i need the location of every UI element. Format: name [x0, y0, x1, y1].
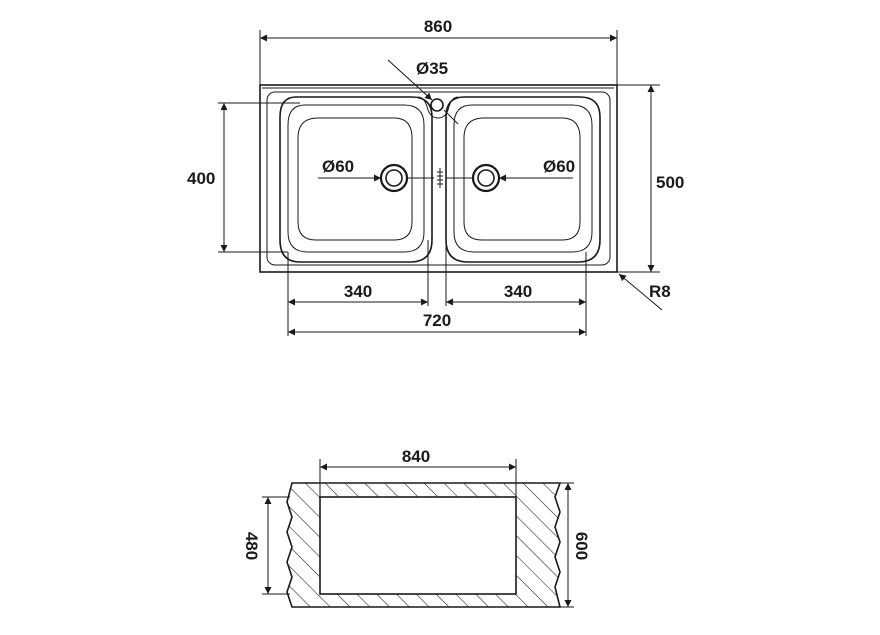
dim-cutout-depth: 480: [242, 496, 290, 595]
right-drain-icon: [471, 163, 501, 193]
sink-rim: [266, 91, 611, 266]
tap-hole-icon: [430, 98, 444, 112]
dim-bowl-depth: 400: [187, 102, 300, 253]
tap-boss: [417, 96, 459, 119]
left-bowl: [279, 96, 433, 263]
dim-bowl-widths: 340 340: [287, 240, 587, 336]
dim-overall-width: 860: [259, 17, 618, 85]
tap-hole-label: Ø35: [416, 59, 448, 78]
dim-bowls-total-width: 720: [288, 311, 586, 336]
outer-depth-label: 600: [572, 532, 591, 560]
cutout-width-label: 840: [402, 447, 430, 466]
dim-drain-left: Ø60: [318, 157, 434, 182]
dim-outer-depth: 600: [560, 482, 591, 608]
bowls-total-width-label: 720: [423, 311, 451, 330]
bowl-right-width-label: 340: [504, 282, 532, 301]
left-drain-icon: [379, 163, 409, 193]
dim-drain-right: Ø60: [446, 157, 575, 182]
right-bowl: [445, 96, 601, 263]
dim-tap-hole: Ø35: [387, 59, 459, 125]
sink-outline: [259, 84, 618, 273]
dim-cutout-width: 840: [319, 447, 517, 497]
cutout-view: [286, 482, 562, 608]
bowl-left-width-label: 340: [344, 282, 372, 301]
overall-depth-label: 500: [656, 173, 684, 192]
overall-width-label: 860: [424, 17, 452, 36]
dim-corner-radius: R8: [618, 273, 671, 311]
cutout-depth-label: 480: [242, 532, 261, 560]
bowl-depth-label: 400: [187, 169, 215, 188]
drain-left-label: Ø60: [322, 157, 354, 176]
dim-overall-depth: 500: [617, 84, 684, 273]
cutout-opening: [319, 496, 517, 595]
overflow-marks: [437, 168, 443, 188]
drain-right-label: Ø60: [543, 157, 575, 176]
corner-radius-label: R8: [649, 282, 671, 301]
